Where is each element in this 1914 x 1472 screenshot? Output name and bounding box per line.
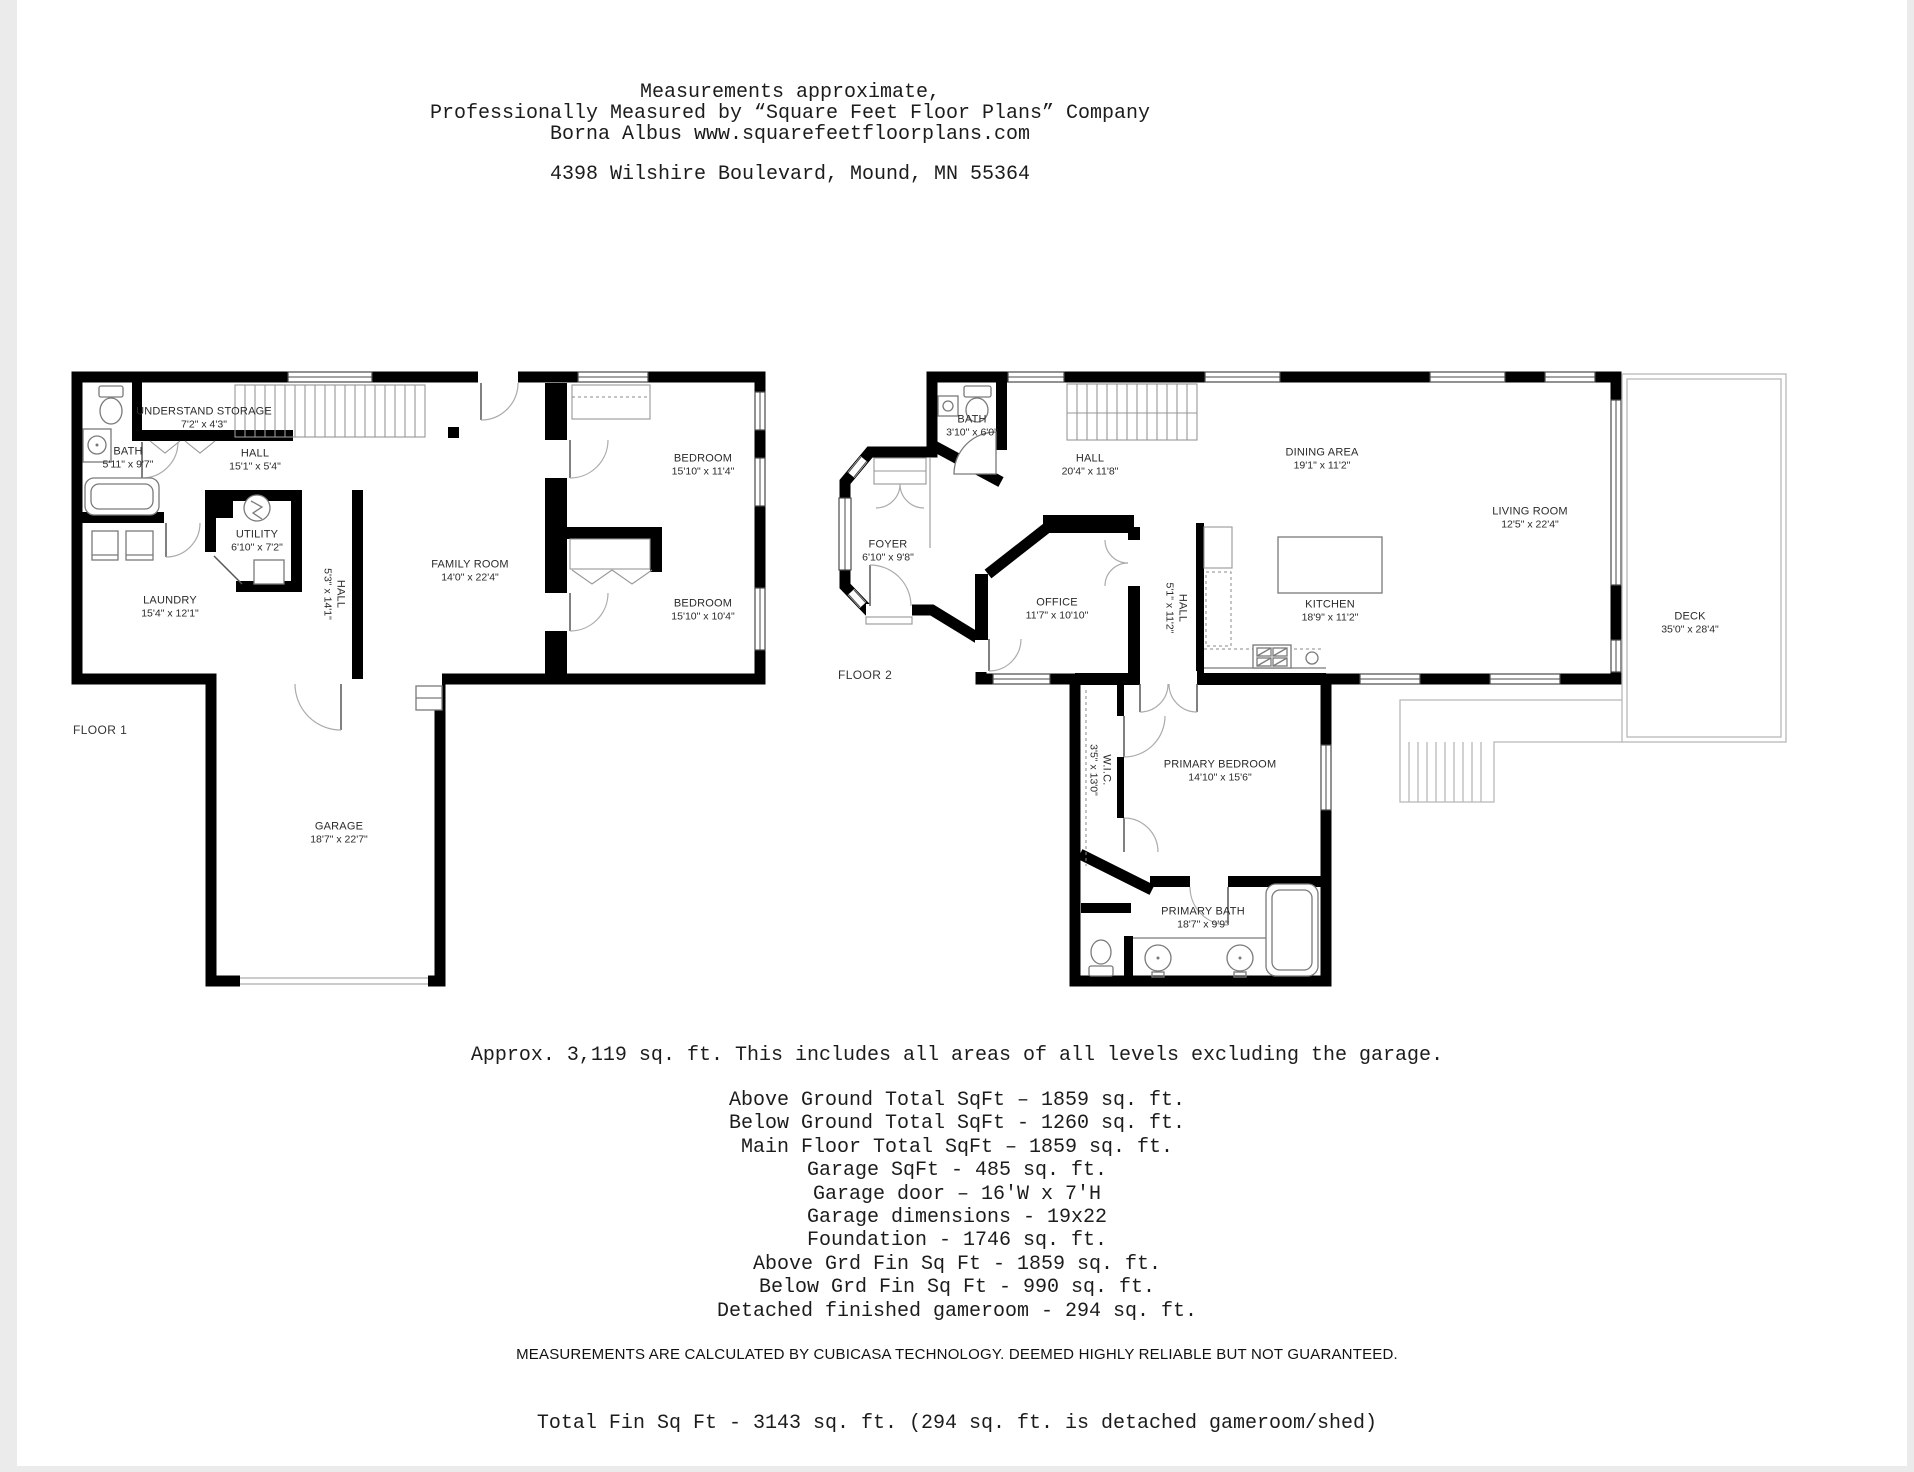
floor1-plan — [71, 371, 766, 988]
closet-bedroom-lower — [569, 538, 653, 585]
furnace-icon — [253, 559, 285, 585]
property-address: 4398 Wilshire Boulevard, Mound, MN 55364 — [549, 163, 1031, 186]
header-line-1: Measurements approximate, — [639, 81, 941, 104]
room-label-foyer: FOYER 6'10" x 9'8" — [862, 538, 914, 564]
kitchen-island — [1277, 536, 1383, 594]
floor2-fixtures — [873, 385, 1383, 978]
approx-total-line: Approx. 3,119 sq. ft. This includes all … — [470, 1044, 1444, 1067]
room-label-hall-f1: HALL 15'1" x 5'4" — [229, 447, 281, 473]
footer-detail-line: Detached finished gameroom - 294 sq. ft. — [716, 1299, 1198, 1323]
floor2-doors — [865, 458, 1229, 926]
toilet-icon — [98, 385, 124, 425]
toilet-icon — [1088, 939, 1114, 977]
room-label-office: OFFICE 11'7" x 10'10" — [1025, 596, 1089, 622]
room-label-understairs-storage: UNDERSTAND STORAGE 7'2" x 4'3" — [136, 405, 272, 431]
header-line-3: Borna Albus www.squarefeetfloorplans.com — [549, 123, 1031, 146]
floor2-windows — [838, 371, 1622, 811]
foyer-closet — [873, 457, 927, 509]
double-vanity — [1133, 937, 1266, 978]
floor2-interior-walls — [931, 372, 1326, 981]
hall-closet — [1203, 526, 1233, 647]
room-label-deck: DECK 35'0" x 28'4" — [1661, 610, 1719, 636]
footer-detail-line: Garage dimensions - 19x22 — [806, 1206, 1108, 1230]
room-label-living-room: LIVING ROOM 12'5" x 22'4" — [1492, 505, 1568, 531]
garage-overhead-door — [240, 974, 428, 988]
footer-detail-line: Above Ground Total SqFt – 1859 sq. ft. — [728, 1089, 1186, 1112]
closet-bedroom-upper — [571, 384, 651, 420]
deck-stairs — [1408, 742, 1482, 802]
footer-detail-line: Foundation - 1746 sq. ft. — [806, 1229, 1108, 1253]
shower-icon — [953, 431, 997, 475]
floor2-plan — [838, 371, 1622, 987]
floor2-caption: FLOOR 2 — [838, 668, 893, 682]
footer-detail-line: Main Floor Total SqFt – 1859 sq. ft. — [740, 1135, 1174, 1159]
header-note: Measurements approximate, Professionally… — [0, 82, 1580, 185]
deck-outline — [1399, 373, 1787, 803]
bathtub-icon — [84, 477, 160, 516]
room-label-dining-area: DINING AREA 19'1" x 11'2" — [1285, 446, 1359, 472]
room-label-kitchen: KITCHEN 18'9" x 11'2" — [1301, 598, 1359, 624]
room-label-primary-bath: PRIMARY BATH 18'7" x 9'9" — [1161, 905, 1245, 931]
room-label-family-room: FAMILY ROOM 14'0" x 22'4" — [431, 558, 509, 584]
water-heater-icon — [243, 494, 271, 522]
room-label-bedroom-upper: BEDROOM 15'10" x 11'4" — [671, 452, 735, 478]
garage-step — [415, 672, 443, 711]
sink-icon — [937, 395, 959, 417]
page-edge-left — [0, 0, 17, 1472]
room-label-bath-f2: BATH 3'10" x 6'0" — [946, 413, 998, 439]
header-line-2: Professionally Measured by “Square Feet … — [429, 102, 1151, 125]
page-edge-bottom — [0, 1466, 1914, 1472]
floor1-doors — [141, 371, 609, 731]
room-label-bath-f1: BATH 5'11" x 9'7" — [102, 445, 154, 471]
floor1-fixtures — [82, 384, 653, 988]
room-label-laundry: LAUNDRY 15'4" x 12'1" — [141, 594, 199, 620]
footer-detail-line: Garage SqFt - 485 sq. ft. — [806, 1159, 1108, 1183]
room-label-hall-f2: HALL 20'4" x 11'8" — [1061, 452, 1119, 478]
washer-icon — [91, 530, 119, 561]
dryer-icon — [125, 530, 154, 561]
footer-detail-line: Below Grd Fin Sq Ft - 990 sq. ft. — [758, 1276, 1156, 1300]
toilet-icon — [963, 385, 992, 423]
room-label-primary-bedroom: PRIMARY BEDROOM 14'10" x 15'6" — [1163, 758, 1277, 784]
floor1-windows — [287, 371, 766, 651]
room-label-garage: GARAGE 18'7" x 22'7" — [310, 820, 368, 846]
stairs-floor2 — [1066, 383, 1198, 441]
room-label-wic: W.I.C. 3'5" x 13'0" — [1087, 744, 1113, 796]
footer-detail-line: Below Ground Total SqFt - 1260 sq. ft. — [728, 1112, 1186, 1136]
footer-detail-line: Above Grd Fin Sq Ft - 1859 sq. ft. — [752, 1252, 1162, 1276]
room-label-hall-vertical-f1: HALL 5'3" x 14'1" — [321, 568, 347, 620]
room-label-bedroom-lower: BEDROOM 15'10" x 10'4" — [671, 597, 735, 623]
floor1-caption: FLOOR 1 — [73, 723, 128, 737]
room-label-hall-vertical-f2: HALL 5'1" x 11'2" — [1163, 582, 1189, 634]
room-label-utility: UTILITY 6'10" x 7'2" — [231, 528, 283, 554]
footer-summary: Above Ground Total SqFt – 1859 sq. ft. B… — [0, 1089, 1914, 1323]
stove-icon — [1252, 644, 1292, 669]
disclaimer-line: MEASUREMENTS ARE CALCULATED BY CUBICASA … — [516, 1346, 1398, 1363]
page-edge-right — [1907, 0, 1914, 1472]
stairs-floor1 — [234, 384, 426, 438]
sink-icon — [82, 428, 112, 463]
footer-detail-line: Garage door – 16'W x 7'H — [812, 1182, 1102, 1206]
bathtub-icon — [1265, 883, 1319, 977]
total-finished-line: Total Fin Sq Ft - 3143 sq. ft. (294 sq. … — [536, 1412, 1378, 1435]
